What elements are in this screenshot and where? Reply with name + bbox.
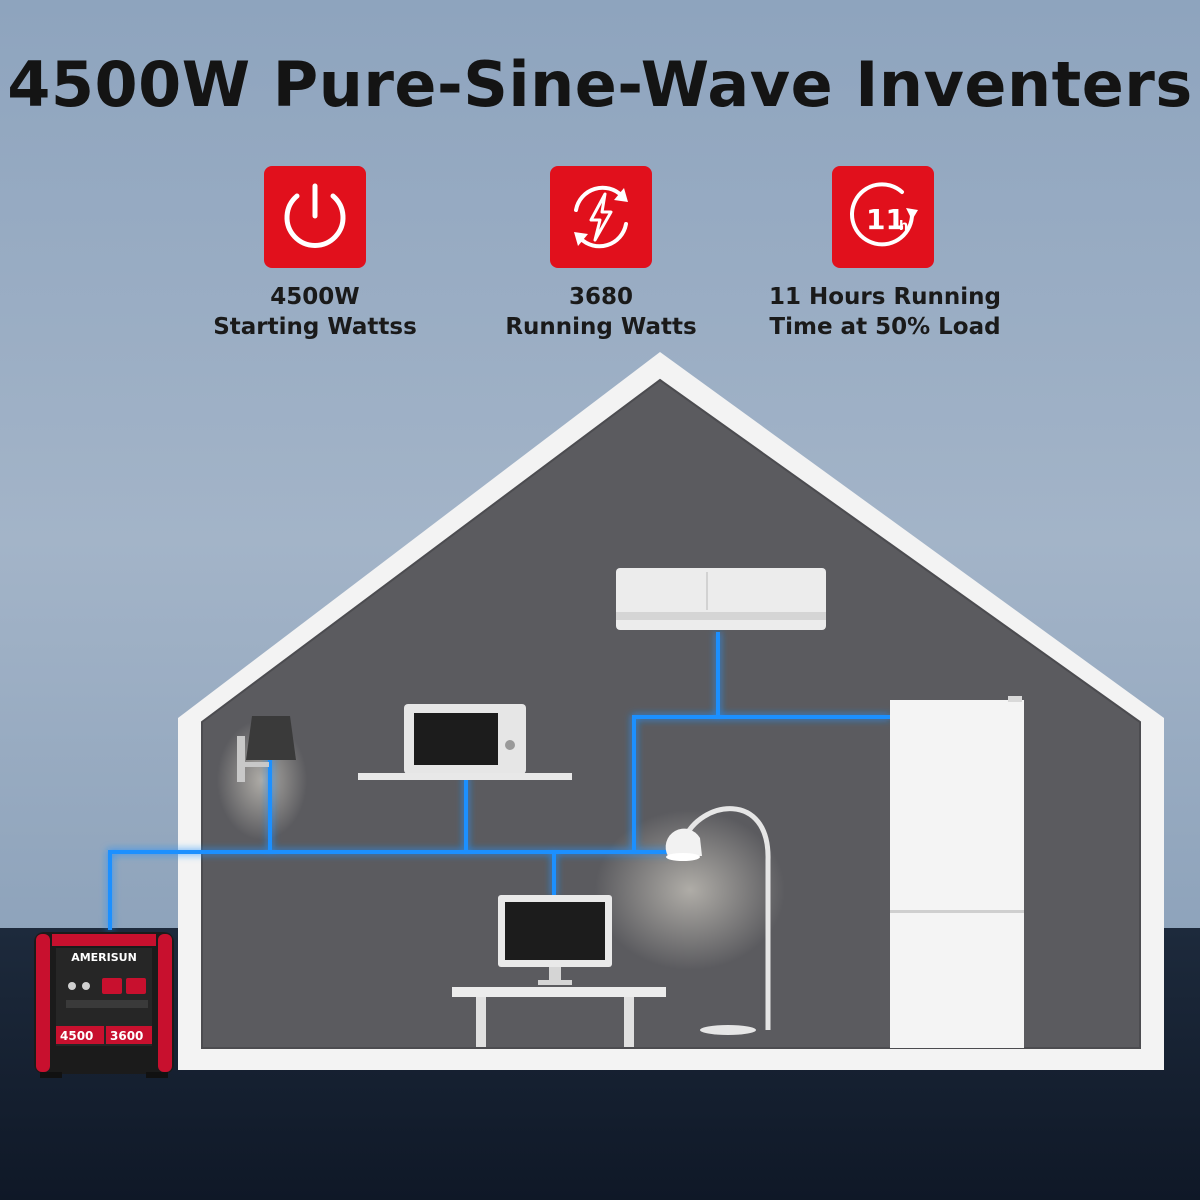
generator-starting-watts: 4500	[60, 1029, 93, 1043]
desk	[452, 987, 666, 1047]
generator-brand: AMERISUN	[71, 951, 137, 964]
air-conditioner	[616, 568, 826, 630]
power-icon	[264, 166, 366, 268]
wall-shelf	[358, 773, 572, 780]
generator-running-watts: 3600	[110, 1029, 143, 1043]
refrigerator	[890, 696, 1024, 1048]
floor-lamp	[665, 806, 771, 1035]
feature-value: 3680	[568, 284, 633, 310]
11h-timer-icon: 11 h	[832, 166, 934, 268]
feature-caption: Running Watts	[505, 314, 697, 340]
headline: 4500W Pure-Sine-Wave Inventers	[7, 48, 1193, 121]
feature-caption: Starting Wattss	[213, 314, 417, 340]
lightning-cycle-icon	[550, 166, 652, 268]
power-wiring	[108, 632, 890, 930]
feature-run-time: 11 Hours Running Time at 50% Load	[725, 282, 1045, 342]
feature-running-watts: 3680 Running Watts	[441, 282, 761, 342]
feature-starting-watts: 4500W Starting Wattss	[155, 282, 475, 342]
computer-monitor	[498, 895, 612, 985]
timer-badge-number: 11	[866, 203, 905, 236]
feature-value: 4500W	[270, 284, 360, 310]
generator: AMERISUN 4500 3600	[34, 932, 174, 1078]
feature-value: 11 Hours Running	[768, 284, 1002, 310]
timer-badge-unit: h	[899, 219, 908, 234]
feature-caption: Time at 50% Load	[769, 314, 1001, 340]
wall-sconce	[237, 716, 296, 782]
microwave	[404, 704, 526, 774]
